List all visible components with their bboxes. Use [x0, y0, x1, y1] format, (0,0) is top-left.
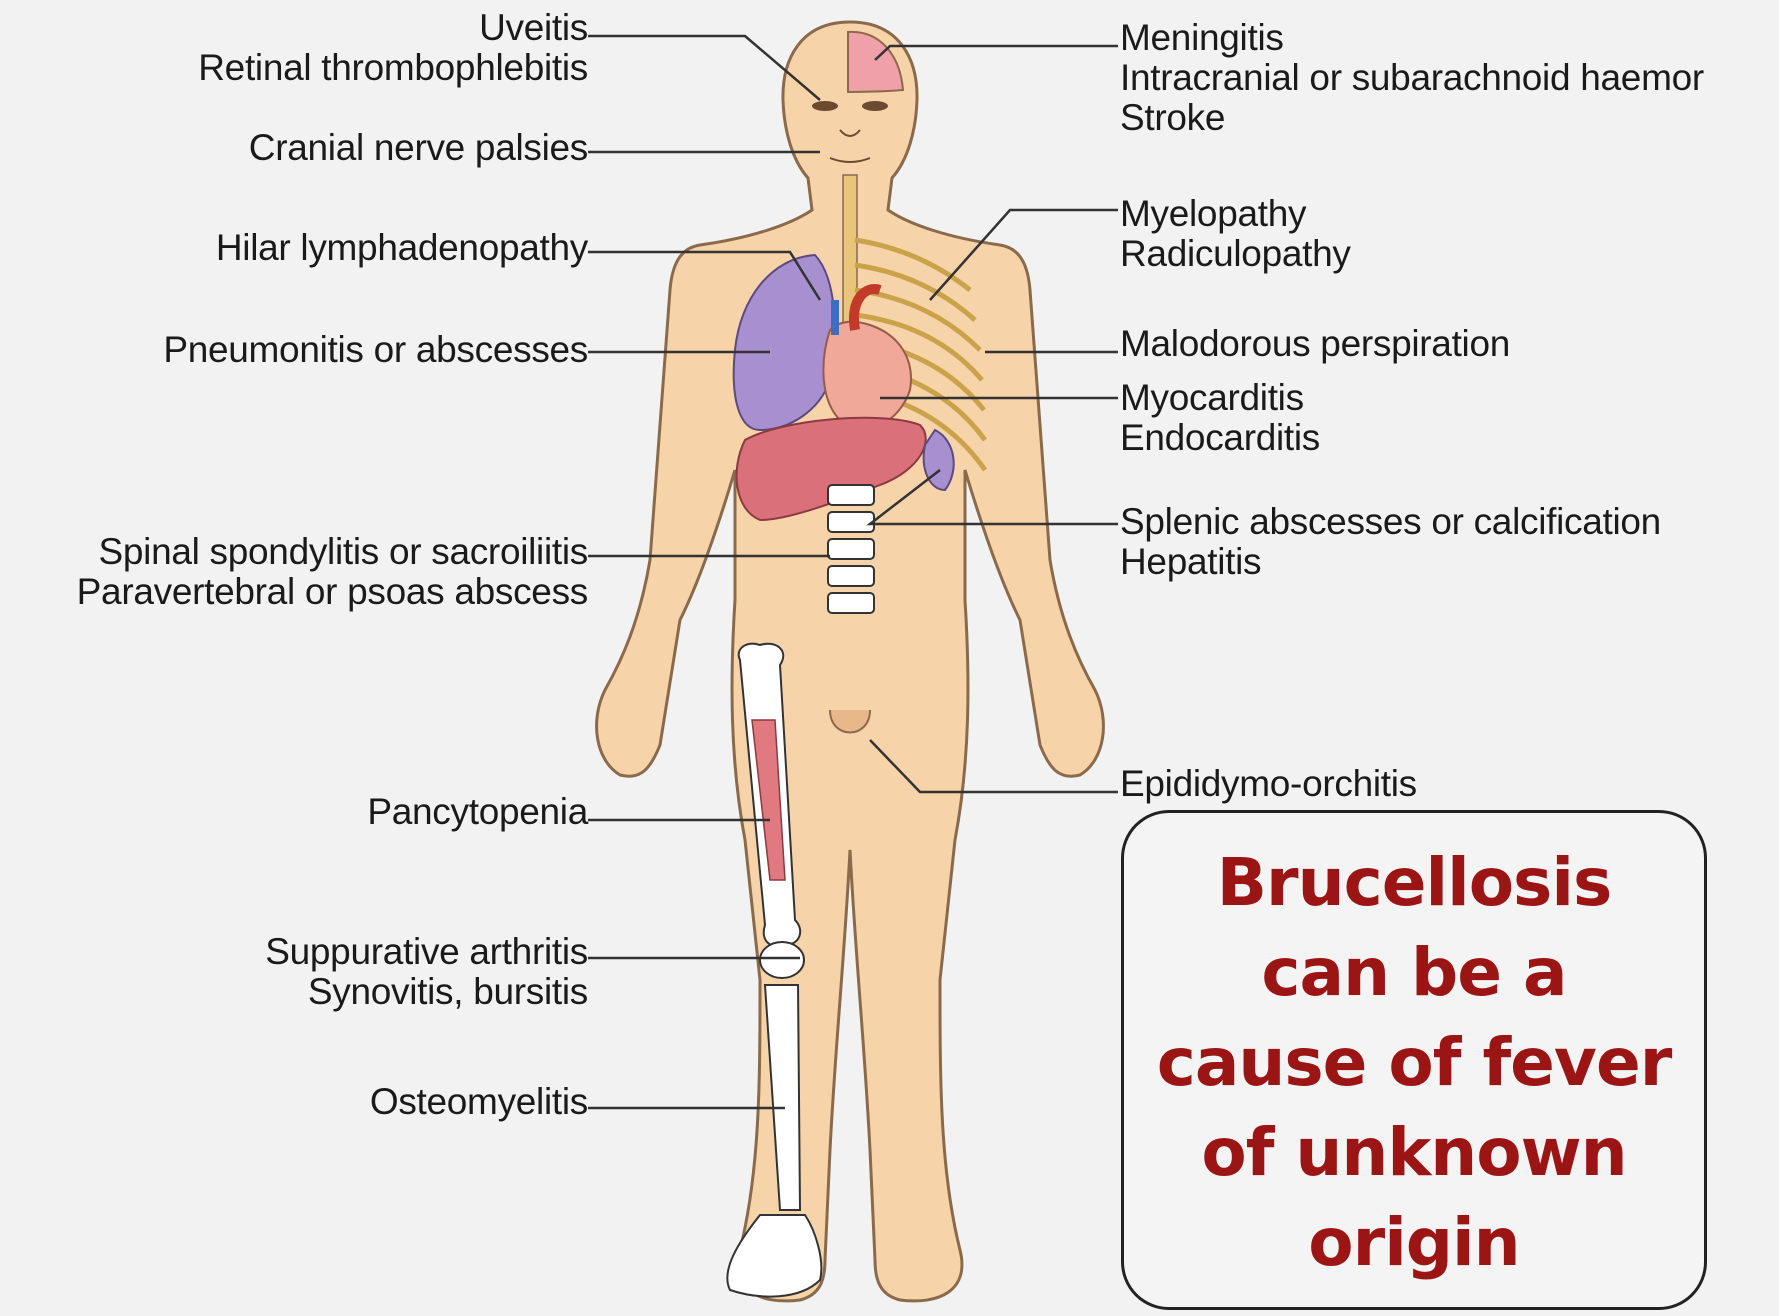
label-line: Malodorous perspiration [1120, 324, 1510, 364]
label-line: Paravertebral or psoas abscess [77, 572, 588, 612]
label-line: Epididymo-orchitis [1120, 764, 1417, 804]
label-line: Meningitis [1120, 18, 1704, 58]
label-line: Synovitis, bursitis [265, 972, 588, 1012]
foot-bones [727, 1215, 821, 1297]
label-line: Cranial nerve palsies [249, 128, 588, 168]
label-line: Splenic abscesses or calcification [1120, 502, 1661, 542]
label-cranial: Cranial nerve palsies [249, 128, 588, 168]
label-testis: Epididymo-orchitis [1120, 764, 1417, 804]
label-line: Endocarditis [1120, 418, 1320, 458]
label-line: Hilar lymphadenopathy [216, 228, 588, 268]
label-line: Spinal spondylitis or sacroiliitis [77, 532, 588, 572]
right-eye [862, 101, 888, 111]
label-line: Pancytopenia [367, 792, 588, 832]
label-line: Osteomyelitis [370, 1082, 588, 1122]
label-lung: Pneumonitis or abscesses [163, 330, 588, 370]
label-joint: Suppurative arthritis Synovitis, bursiti… [265, 932, 588, 1012]
label-marrow: Pancytopenia [367, 792, 588, 832]
label-line: Hepatitis [1120, 542, 1661, 582]
label-line: Radiculopathy [1120, 234, 1351, 274]
label-line: Pneumonitis or abscesses [163, 330, 588, 370]
label-line: Suppurative arthritis [265, 932, 588, 972]
left-eye [812, 101, 838, 111]
label-spleen: Splenic abscesses or calcification Hepat… [1120, 502, 1661, 582]
label-line: Myocarditis [1120, 378, 1320, 418]
label-line: Myelopathy [1120, 194, 1351, 234]
leader-brain [875, 46, 1118, 60]
knee [760, 942, 804, 978]
label-line: Intracranial or subarachnoid haemor [1120, 58, 1704, 98]
brucellosis-callout: Brucellosis can be a cause of fever of u… [1121, 810, 1707, 1310]
label-eye: Uveitis Retinal thrombophlebitis [198, 8, 588, 88]
label-cord: Myelopathy Radiculopathy [1120, 194, 1351, 274]
label-line: Uveitis [198, 8, 588, 48]
label-line: Stroke [1120, 98, 1704, 138]
label-line: Retinal thrombophlebitis [198, 48, 588, 88]
vertebrae [828, 485, 874, 613]
label-heart: Myocarditis Endocarditis [1120, 378, 1320, 458]
callout-text: Brucellosis can be a cause of fever of u… [1157, 832, 1672, 1288]
label-skin: Malodorous perspiration [1120, 324, 1510, 364]
label-hilar: Hilar lymphadenopathy [216, 228, 588, 268]
label-spine: Spinal spondylitis or sacroiliitis Parav… [77, 532, 588, 612]
label-brain: Meningitis Intracranial or subarachnoid … [1120, 18, 1704, 138]
label-bone: Osteomyelitis [370, 1082, 588, 1122]
